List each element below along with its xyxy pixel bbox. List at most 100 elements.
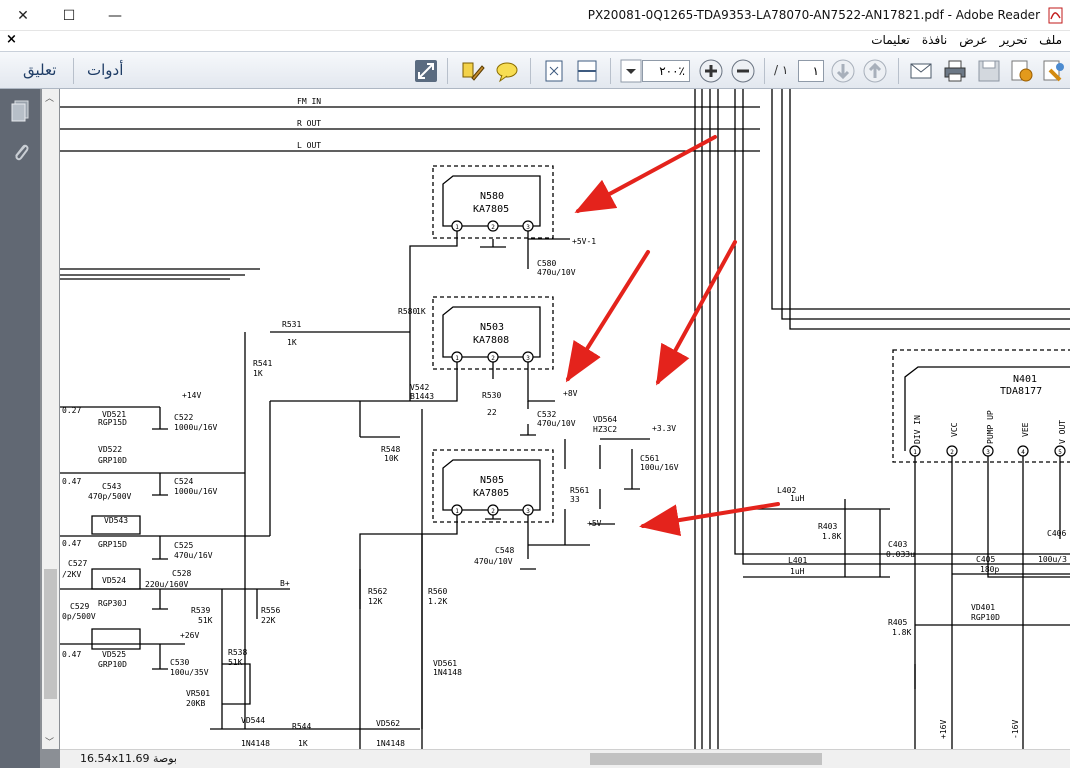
label-r548-value: 10K xyxy=(384,454,399,463)
ic-n505: N505 xyxy=(480,475,504,486)
label-c580-value: 470u/10V xyxy=(537,268,576,277)
svg-text:1: 1 xyxy=(455,508,459,515)
ic-n580: N580 xyxy=(480,191,504,202)
label-c406-value: 100u/3 xyxy=(1038,555,1067,564)
svg-text:1: 1 xyxy=(455,355,459,362)
menu-window[interactable]: نافذة xyxy=(921,33,948,47)
window-title: PX20081-0Q1265-TDA9353-LA78070-AN7522-AN… xyxy=(587,8,1040,22)
label-r538: R538 xyxy=(228,648,247,657)
comment-bubble-icon[interactable] xyxy=(494,58,520,84)
label-c580: C580 xyxy=(537,259,556,268)
svg-text:1: 1 xyxy=(913,449,917,456)
maximize-window-button[interactable]: ☐ xyxy=(62,7,76,24)
label-r556: R556 xyxy=(261,606,280,615)
toolbar: تعليق أدوات ٢٠٠٪ / ١ ١ xyxy=(0,51,1070,89)
menu-view[interactable]: عرض xyxy=(959,33,988,47)
svg-text:2: 2 xyxy=(950,449,954,456)
menu-help[interactable]: تعليمات xyxy=(871,33,910,47)
ic-n503: N503 xyxy=(480,322,504,333)
pin-div-in: DIV IN xyxy=(913,415,922,444)
page-thumbnails-icon[interactable] xyxy=(10,99,32,123)
title-bar: ✕ ☐ — PX20081-0Q1265-TDA9353-LA78070-AN7… xyxy=(0,0,1070,31)
label-047a: 0.47 xyxy=(62,477,81,486)
prev-page-icon[interactable] xyxy=(862,58,888,84)
horizontal-scroll-thumb[interactable] xyxy=(590,753,822,765)
label-c522: C522 xyxy=(174,413,193,422)
navigation-pane xyxy=(0,89,40,768)
fit-width-icon[interactable] xyxy=(574,58,600,84)
label-l401-value: 1uH xyxy=(790,567,805,576)
svg-text:2: 2 xyxy=(491,508,495,515)
zoom-input[interactable]: ٢٠٠٪ xyxy=(642,60,690,82)
net-r-out: R OUT xyxy=(297,119,321,128)
page-number-input[interactable]: ١ xyxy=(798,60,824,82)
label-c532: C532 xyxy=(537,410,556,419)
menu-bar: × ملف تحرير عرض نافذة تعليمات xyxy=(0,31,1070,51)
close-document-button[interactable]: × xyxy=(6,32,17,47)
label-vd564-value: HZ3C2 xyxy=(593,425,617,434)
label-c548-value: 470u/10V xyxy=(474,557,513,566)
zoom-in-icon[interactable] xyxy=(698,58,724,84)
print-icon[interactable] xyxy=(942,58,968,84)
label-r548: R548 xyxy=(381,445,400,454)
minimize-window-button[interactable]: — xyxy=(108,7,122,24)
label-r531: R531 xyxy=(282,320,301,329)
label-3v3: +3.3V xyxy=(652,424,676,433)
svg-text:1: 1 xyxy=(455,224,459,231)
fit-page-icon[interactable] xyxy=(541,58,567,84)
label-vd543: VD543 xyxy=(104,516,128,525)
save-icon[interactable] xyxy=(976,58,1002,84)
label-c532-value: 470u/10V xyxy=(537,419,576,428)
vertical-scroll-thumb[interactable] xyxy=(44,569,57,699)
email-icon[interactable] xyxy=(908,58,934,84)
svg-text:3: 3 xyxy=(526,355,530,362)
page-total: / ١ xyxy=(774,63,789,77)
label-vd521: VD521 xyxy=(102,410,126,419)
label-r544-value: 1K xyxy=(298,739,308,748)
arrow-to-8v xyxy=(656,240,737,386)
expand-icon[interactable] xyxy=(413,58,439,84)
label-vd524-value: RGP30J xyxy=(98,599,127,608)
label-vd525: VD525 xyxy=(102,650,126,659)
pin-v-out: V OUT xyxy=(1058,420,1067,444)
label-vd561: VD561 xyxy=(433,659,457,668)
menu-file[interactable]: ملف xyxy=(1039,33,1062,47)
zoom-dropdown-icon[interactable] xyxy=(620,58,642,84)
label-c530: C530 xyxy=(170,658,189,667)
vertical-scrollbar[interactable]: ︿ ﹀ xyxy=(42,89,59,749)
label-16v: +16V xyxy=(939,720,948,739)
label-r580-value: 1K xyxy=(416,307,426,316)
label-vd544-value: 1N4148 xyxy=(241,739,270,748)
attachments-icon[interactable] xyxy=(10,141,32,165)
settings-icon[interactable] xyxy=(1040,58,1066,84)
label-r405-value: 1.8K xyxy=(892,628,911,637)
ic-ka7805a: KA7805 xyxy=(473,204,509,215)
label-r544: R544 xyxy=(292,722,311,731)
ic-n401: N401 xyxy=(1013,374,1037,385)
label-c530-value: 100u/35V xyxy=(170,668,209,677)
label-r562: R562 xyxy=(368,587,387,596)
comment-pane-button[interactable]: تعليق xyxy=(23,61,57,79)
ic-ka7805b: KA7805 xyxy=(473,488,509,499)
zoom-out-icon[interactable] xyxy=(730,58,756,84)
annotation-arrows xyxy=(565,135,780,537)
highlight-icon[interactable] xyxy=(460,58,486,84)
label-c561-value: 100u/16V xyxy=(640,463,679,472)
scroll-down-icon[interactable]: ﹀ xyxy=(45,738,55,748)
sign-icon[interactable] xyxy=(1008,58,1034,84)
close-window-button[interactable]: ✕ xyxy=(17,7,29,24)
label-c405: C405 xyxy=(976,555,995,564)
label-c529-value: 0p/500V xyxy=(62,612,96,621)
label-bplus: B+ xyxy=(280,579,290,588)
label-8v: +8V xyxy=(563,389,578,398)
menu-edit[interactable]: تحرير xyxy=(999,33,1028,47)
tools-pane-button[interactable]: أدوات xyxy=(87,61,124,79)
pdf-file-icon xyxy=(1048,7,1063,24)
label-r403-value: 1.8K xyxy=(822,532,841,541)
next-page-icon[interactable] xyxy=(830,58,856,84)
page-size-text: 16.54x11.69 بوصة xyxy=(80,752,177,765)
label-l402: L402 xyxy=(777,486,796,495)
separator xyxy=(530,58,531,84)
scroll-up-icon[interactable]: ︿ xyxy=(45,94,55,104)
